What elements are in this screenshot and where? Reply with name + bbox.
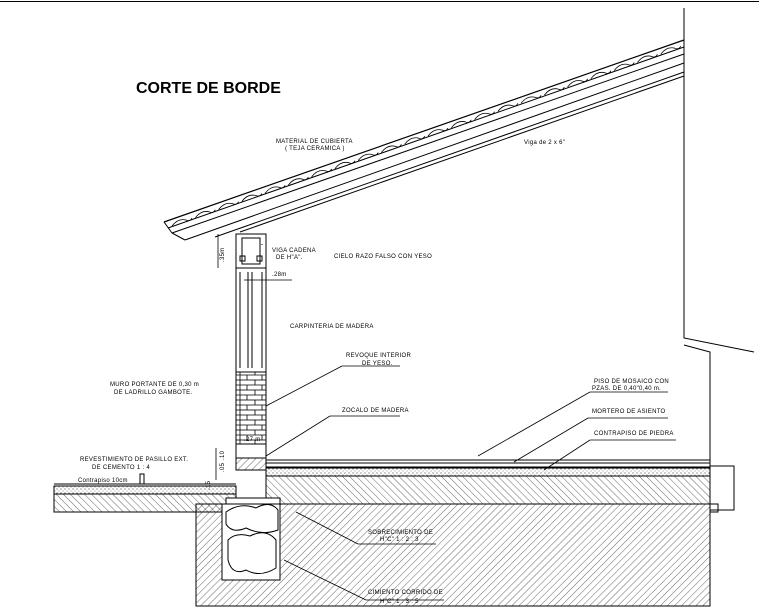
roof-tile — [288, 176, 309, 186]
roof-tile — [404, 135, 426, 145]
label-piso-mosaico-2: PZAS. DE 0,40"0,40 m. — [592, 386, 661, 392]
floor-layers — [265, 459, 735, 513]
label-revoque: REVOQUE INTERIOR — [346, 353, 412, 359]
roof-tile — [497, 103, 519, 112]
label-revestimiento-2: DE CEMENTO 1 : 4 — [92, 465, 150, 471]
label-viga-cadena: VIGA CADENA — [272, 248, 316, 254]
bearing-wall — [235, 268, 267, 471]
leader-lines — [215, 234, 676, 601]
roof-tile — [194, 209, 216, 219]
label-piso-mosaico: PISO DE MOSAICO CON — [594, 379, 669, 385]
label-cielo-razo: CIELO RAZO FALSO CON YESO — [334, 254, 432, 260]
roof-tile — [474, 111, 495, 120]
roof-tile — [264, 185, 286, 194]
roof-tile — [357, 152, 379, 161]
interior-wall — [261, 8, 755, 468]
roof-tile — [590, 70, 612, 79]
roof-tile — [171, 217, 193, 227]
roof-tile — [520, 95, 542, 104]
roof-tiles — [171, 45, 682, 227]
roof-tile — [637, 54, 658, 63]
roof-tile — [544, 86, 565, 96]
label-mortero: MORTERO DE ASIENTO — [592, 409, 666, 415]
ring-beam — [235, 233, 267, 269]
label-sobrecimiento-2: H"C" 1 : 2 : 3 — [380, 537, 419, 543]
label-carpinteria: CARPINTERIA DE MADERA — [290, 324, 374, 330]
dim-exterior: .15 — [206, 480, 212, 490]
roof-tile — [427, 127, 449, 137]
label-zocalo: ZOCALO DE MADERA — [342, 408, 409, 414]
roof-tile — [241, 193, 263, 202]
roof-tile — [613, 62, 635, 71]
roof-tile — [218, 201, 239, 210]
roof-tile — [381, 144, 402, 153]
roof-tile — [567, 78, 588, 88]
dim-sobrecimiento-2: .05 — [220, 462, 226, 472]
roof-tile — [450, 119, 472, 129]
foundation — [195, 497, 711, 607]
dim-muro-ancho: .28m — [272, 272, 287, 278]
label-teja-ceramica: ( TEJA CERAMICA ) — [285, 146, 345, 152]
label-revoque-2: DE YESO. — [362, 361, 393, 367]
label-revestimiento: REVESTIMIENTO DE PASILLO EXT. — [80, 457, 188, 463]
roof-tile — [660, 45, 682, 55]
label-muro: MURO PORTANTE DE 0,30 m — [110, 382, 199, 388]
dim-viga-alto: .35m — [220, 247, 226, 262]
dim-sobrecimiento-1: .10 — [220, 450, 226, 460]
label-cimiento: CIMIENTO CORRIDO DE — [368, 590, 443, 596]
label-muro-2: DE LADRILLO GAMBOTE. — [114, 390, 192, 396]
label-viga-cadena-2: DE H"A". — [276, 255, 303, 261]
annotations: MATERIAL DE CUBIERTA ( TEJA CERAMICA ) V… — [78, 139, 674, 605]
drawing-title: CORTE DE BORDE — [136, 80, 281, 97]
label-contrapiso-10: Contrapiso 10cm — [78, 478, 128, 484]
dim-zocalo: .27 m — [244, 437, 261, 443]
label-material-cubierta: MATERIAL DE CUBIERTA — [276, 139, 353, 145]
roof-tile — [311, 168, 332, 178]
roof-tile — [334, 160, 356, 169]
label-cimiento-2: H"C" 1 : 3 : 5 — [380, 599, 419, 605]
label-viga: Viga de 2 x 6" — [524, 140, 565, 146]
label-contrapiso-piedra: CONTRAPISO DE PIEDRA — [594, 431, 674, 437]
label-sobrecimiento: SOBRECIMIENTO DE — [368, 530, 433, 536]
roof-assembly — [163, 39, 685, 241]
